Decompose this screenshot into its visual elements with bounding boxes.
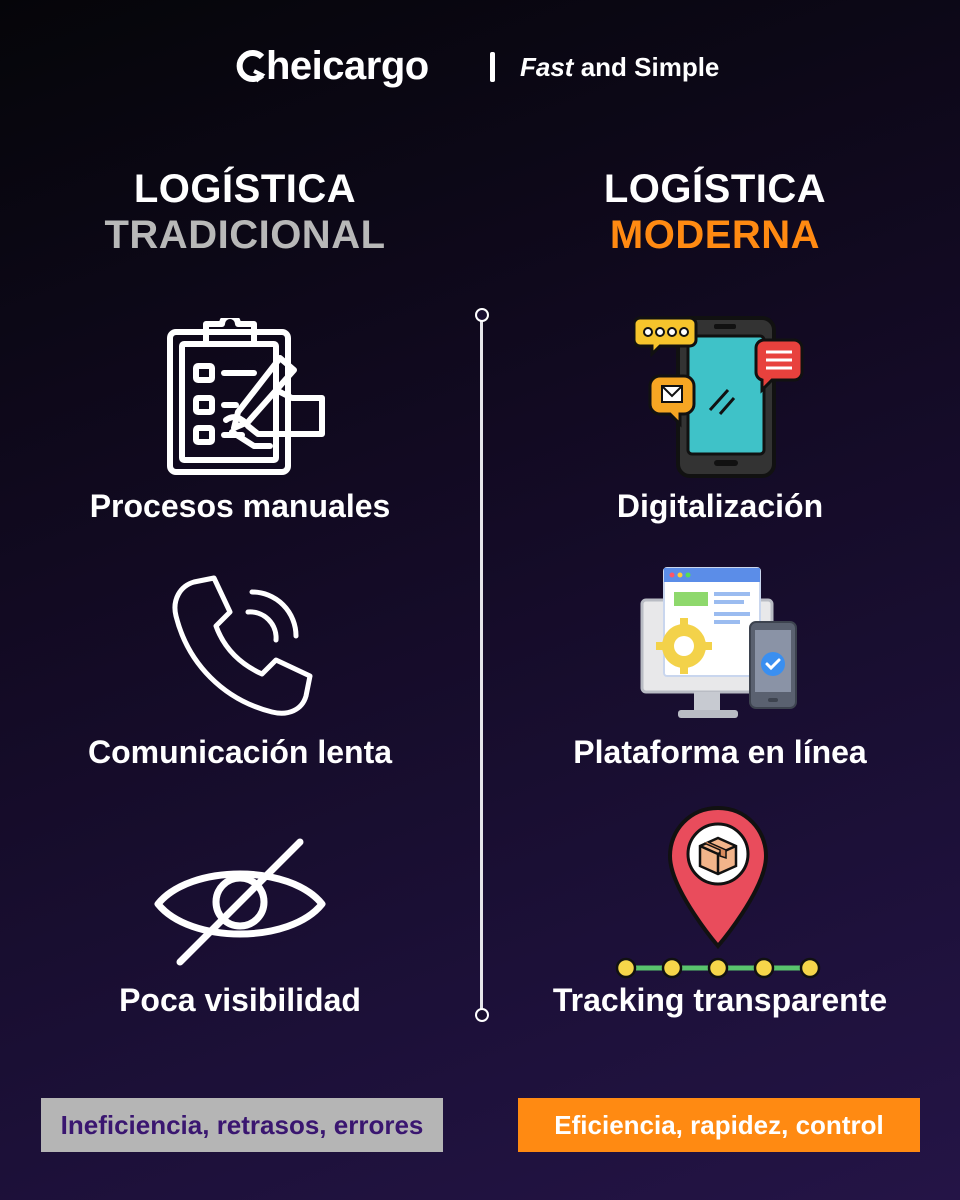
desktop-mobile-platform-icon xyxy=(640,567,797,718)
map-pin-package-icon xyxy=(615,805,821,979)
phone-icon xyxy=(172,575,313,716)
eye-slash-icon xyxy=(154,838,326,966)
brand-text: heicargo xyxy=(266,44,429,88)
item-label-procesos-manuales: Procesos manuales xyxy=(89,488,391,524)
item-label-comunicacion-lenta: Comunicación lenta xyxy=(87,734,393,770)
item-label-tracking-transparente: Tracking transparente xyxy=(552,982,888,1018)
header-divider xyxy=(490,52,495,82)
smartphone-messages-icon xyxy=(634,316,804,478)
summary-traditional: Ineficiencia, retrasos, errores xyxy=(41,1098,443,1152)
tagline-fast: Fast xyxy=(520,52,574,82)
item-label-plataforma-en-linea: Plataforma en línea xyxy=(573,734,867,770)
divider-dot-top xyxy=(475,308,489,322)
tagline: Fast and Simple xyxy=(520,52,719,83)
summary-traditional-text: Ineficiencia, retrasos, errores xyxy=(60,1109,424,1140)
header: heicargo Fast and Simple xyxy=(0,40,960,96)
divider-dot-bottom xyxy=(475,1008,489,1022)
item-label-poca-visibilidad: Poca visibilidad xyxy=(119,982,361,1018)
brand-logo: heicargo xyxy=(236,44,429,89)
center-divider-line xyxy=(480,316,483,1016)
title-modern: LOGÍSTICA MODERNA xyxy=(530,166,900,258)
cheicargo-c-icon xyxy=(236,50,266,83)
summary-modern: Eficiencia, rapidez, control xyxy=(518,1098,920,1152)
title-right-line2: MODERNA xyxy=(609,213,821,257)
title-left-line1: LOGÍSTICA xyxy=(133,167,357,211)
clipboard-checklist-icon xyxy=(167,318,325,475)
title-left-line2: TRADICIONAL xyxy=(104,213,386,257)
item-label-digitalizacion: Digitalización xyxy=(616,488,824,524)
summary-modern-text: Eficiencia, rapidez, control xyxy=(554,1109,884,1140)
title-right-line1: LOGÍSTICA xyxy=(603,167,827,211)
title-traditional: LOGÍSTICA TRADICIONAL xyxy=(60,166,430,258)
tagline-rest: and Simple xyxy=(573,52,720,82)
